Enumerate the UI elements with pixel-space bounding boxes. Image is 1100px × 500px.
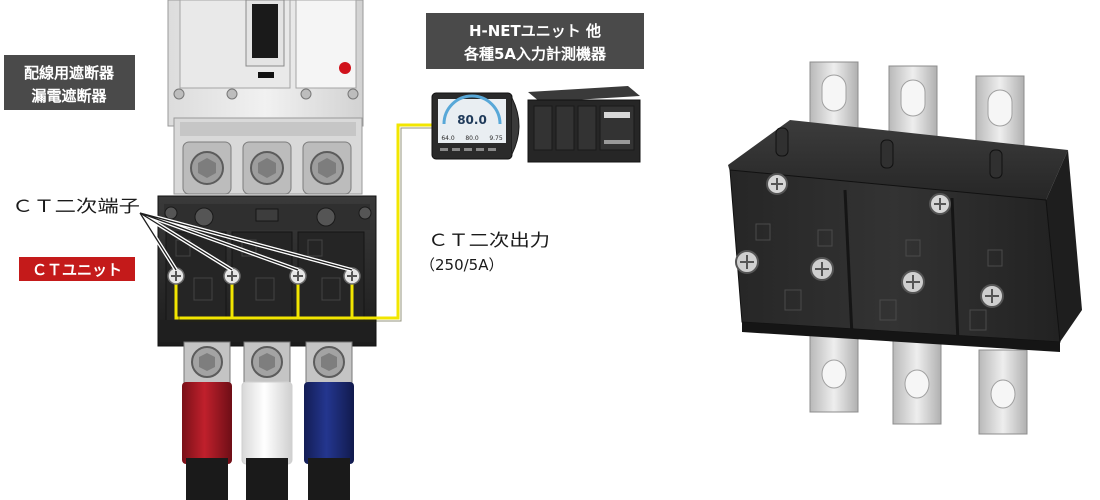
meter-label-line2: 各種5A入力計測機器 [463,45,607,63]
ct-unit-device-left [157,195,377,500]
breaker-terminal-lugs [182,141,352,195]
meter-sub-value-2: 80.0 [465,135,479,142]
meter-label-box: H-NETユニット 他 各種5A入力計測機器 [426,13,644,69]
power-meter-device: 80.0 64.0 80.0 9.75 [431,92,520,160]
busbar-bottom [809,331,1028,435]
busbar-top [809,61,1025,157]
phase-cable-red [182,382,232,500]
hnet-unit-device [527,86,641,163]
meter-sub-value-3: 9.75 [489,135,503,142]
meter-main-value: 80.0 [457,113,487,127]
breaker-label-box: 配線用遮断器 漏電遮断器 [4,55,135,110]
terminal-screw-icon [735,250,1004,308]
ct-unit-device [728,61,1082,435]
phase-cable-blue [304,382,354,500]
ct-secondary-terminal-label: ＣＴ二次端子 [12,197,140,217]
breaker-label-line1: 配線用遮断器 [24,64,115,82]
breaker-device [167,0,364,195]
ct-unit-label-box: ＣＴユニット [19,257,135,281]
ct-output-label-line1: ＣＴ二次出力 [428,231,550,251]
meter-label-line1: H-NETユニット 他 [469,22,601,40]
terminal-screw-icon [167,267,361,285]
phase-cable-white [241,381,293,500]
ct-output-label-line2: （250/5A） [420,256,504,274]
ct-unit-label: ＣＴユニット [32,261,122,279]
terminal-screw-icon [766,173,951,215]
indicator-lamp-icon [339,62,351,74]
meter-sub-value-1: 64.0 [441,135,455,142]
breaker-label-line2: 漏電遮断器 [31,87,107,105]
